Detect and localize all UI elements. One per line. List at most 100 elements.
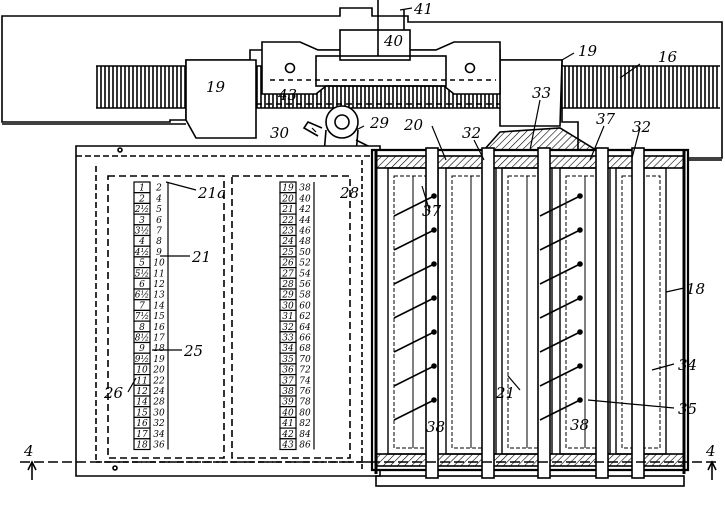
- guide-rod: [537, 147, 551, 479]
- scale-cell-secondary: 9: [156, 248, 162, 258]
- ref-21: 21: [191, 248, 211, 266]
- bracket: [261, 0, 501, 95]
- scale-cell-primary: 2: [138, 194, 145, 204]
- carriage: [185, 59, 563, 139]
- scale-cell-secondary: 70: [299, 355, 311, 365]
- spring-coil: [393, 263, 435, 285]
- scale-cell-primary: 11: [136, 376, 147, 386]
- spring-coil-end: [431, 329, 437, 335]
- coin-tubes: [387, 147, 667, 479]
- spring-coil-end: [431, 363, 437, 369]
- scale-cell-primary: 40: [281, 408, 294, 418]
- scale-cell-primary: 24: [281, 237, 294, 247]
- ref-32-b: 32: [632, 118, 651, 136]
- scale-cell-primary: 4½: [134, 247, 149, 258]
- scale-cell-primary: 9½: [135, 354, 149, 365]
- spring-coil: [539, 399, 581, 421]
- scale-cell-secondary: 76: [299, 387, 311, 397]
- scale-cell-secondary: 52: [299, 259, 311, 269]
- coin-tube: [559, 167, 611, 455]
- scale-cell-secondary: 28: [152, 398, 165, 408]
- ref-19-left: 19: [206, 78, 226, 96]
- ref-20: 20: [403, 116, 424, 134]
- ref-37-a: 37: [596, 110, 616, 128]
- scale-cell-primary: 2½: [134, 204, 149, 215]
- scale-cell-primary: 14: [136, 398, 148, 408]
- ref-37-b: 37: [422, 202, 442, 220]
- scale-cell-primary: 7: [139, 301, 145, 311]
- scale-cell-primary: 20: [281, 194, 294, 204]
- scale-cell-secondary: 38: [299, 184, 311, 194]
- scale-cell-primary: 19: [282, 184, 294, 194]
- ref-43: 43: [277, 86, 297, 104]
- scale-cell-primary: 10: [136, 366, 148, 376]
- spring-coil: [393, 297, 435, 319]
- spring-coil: [539, 229, 581, 251]
- spring-coil-end: [577, 329, 583, 335]
- coin-springs: [393, 193, 583, 421]
- spring-coil: [393, 399, 435, 421]
- spring-coil-end: [577, 295, 583, 301]
- scale-cell-secondary: 7: [156, 227, 162, 237]
- scale-cell-primary: 25: [281, 248, 294, 258]
- coin-tube: [445, 167, 497, 455]
- ref-41: 41: [413, 0, 433, 18]
- scale-cell-primary: 15: [136, 408, 148, 418]
- scale-panel: [75, 145, 381, 477]
- scale-cell-secondary: 34: [153, 430, 165, 440]
- scale-cell-primary: 5: [139, 259, 145, 269]
- scale-cell-secondary: 5: [156, 205, 162, 215]
- ref-29: 29: [369, 114, 390, 132]
- scale-cell-secondary: 78: [299, 398, 311, 408]
- scale-cell-primary: 6½: [135, 290, 149, 301]
- scale-cell-secondary: 10: [153, 259, 165, 269]
- scale-cell-secondary: 56: [299, 280, 311, 290]
- scale-cell-secondary: 8: [156, 237, 162, 247]
- scale-cell-secondary: 74: [299, 376, 311, 386]
- scale-cell-primary: 29: [281, 291, 294, 301]
- ref-38-b: 38: [570, 416, 589, 434]
- scale-cell-box: [279, 438, 297, 451]
- scale-cell-secondary: 12: [153, 280, 165, 290]
- scale-cell-secondary: 18: [153, 344, 165, 354]
- spring-coil-end: [577, 193, 583, 199]
- scale-cell-secondary: 17: [153, 334, 165, 344]
- scale-cell-secondary: 64: [299, 323, 311, 333]
- scale-cell-primary: 7½: [135, 311, 149, 322]
- ref-18: 18: [686, 280, 705, 298]
- scale-cell-secondary: 40: [298, 194, 311, 204]
- scale-cell-primary: 26: [281, 259, 294, 269]
- scale-cell-primary: 18: [136, 441, 148, 451]
- ref-16: 16: [658, 48, 678, 66]
- spring-coil-end: [431, 227, 437, 233]
- scale-cell-secondary: 22: [152, 376, 165, 386]
- ref-25: 25: [183, 342, 203, 360]
- spring-coil: [539, 365, 581, 387]
- ref-30: 30: [270, 124, 290, 142]
- scale-cell-secondary: 48: [298, 237, 311, 247]
- scale-cell-primary: 42: [281, 430, 294, 440]
- ref-28: 28: [339, 184, 359, 202]
- scale-cell-primary: 21: [281, 205, 293, 215]
- scale-cell-primary: 3½: [135, 226, 149, 237]
- scale-cell-secondary: 4: [155, 194, 162, 204]
- scale-cell-primary: 35: [282, 355, 294, 365]
- scale-cell-secondary: 32: [153, 419, 165, 429]
- scale-cell-secondary: 13: [153, 291, 165, 301]
- scale-cell-primary: 1: [139, 184, 145, 194]
- section-line: [20, 460, 720, 480]
- scale-cell-primary: 4: [138, 237, 145, 247]
- scale-cell-primary: 9: [139, 344, 145, 354]
- scale-cell-secondary: 46: [298, 227, 311, 237]
- spring-coil: [539, 331, 581, 353]
- ref-21a: 21a: [197, 184, 226, 202]
- scale-cell-primary: 3: [139, 216, 145, 226]
- scale-cell-primary: 32: [282, 323, 294, 333]
- scale-cell-primary: 16: [136, 419, 148, 429]
- spring-coil: [393, 365, 435, 387]
- scale-cell-secondary: 82: [299, 419, 311, 429]
- scale-cell-box: [133, 438, 151, 451]
- spring-coil: [393, 331, 435, 353]
- scale-cell-secondary: 66: [299, 334, 311, 344]
